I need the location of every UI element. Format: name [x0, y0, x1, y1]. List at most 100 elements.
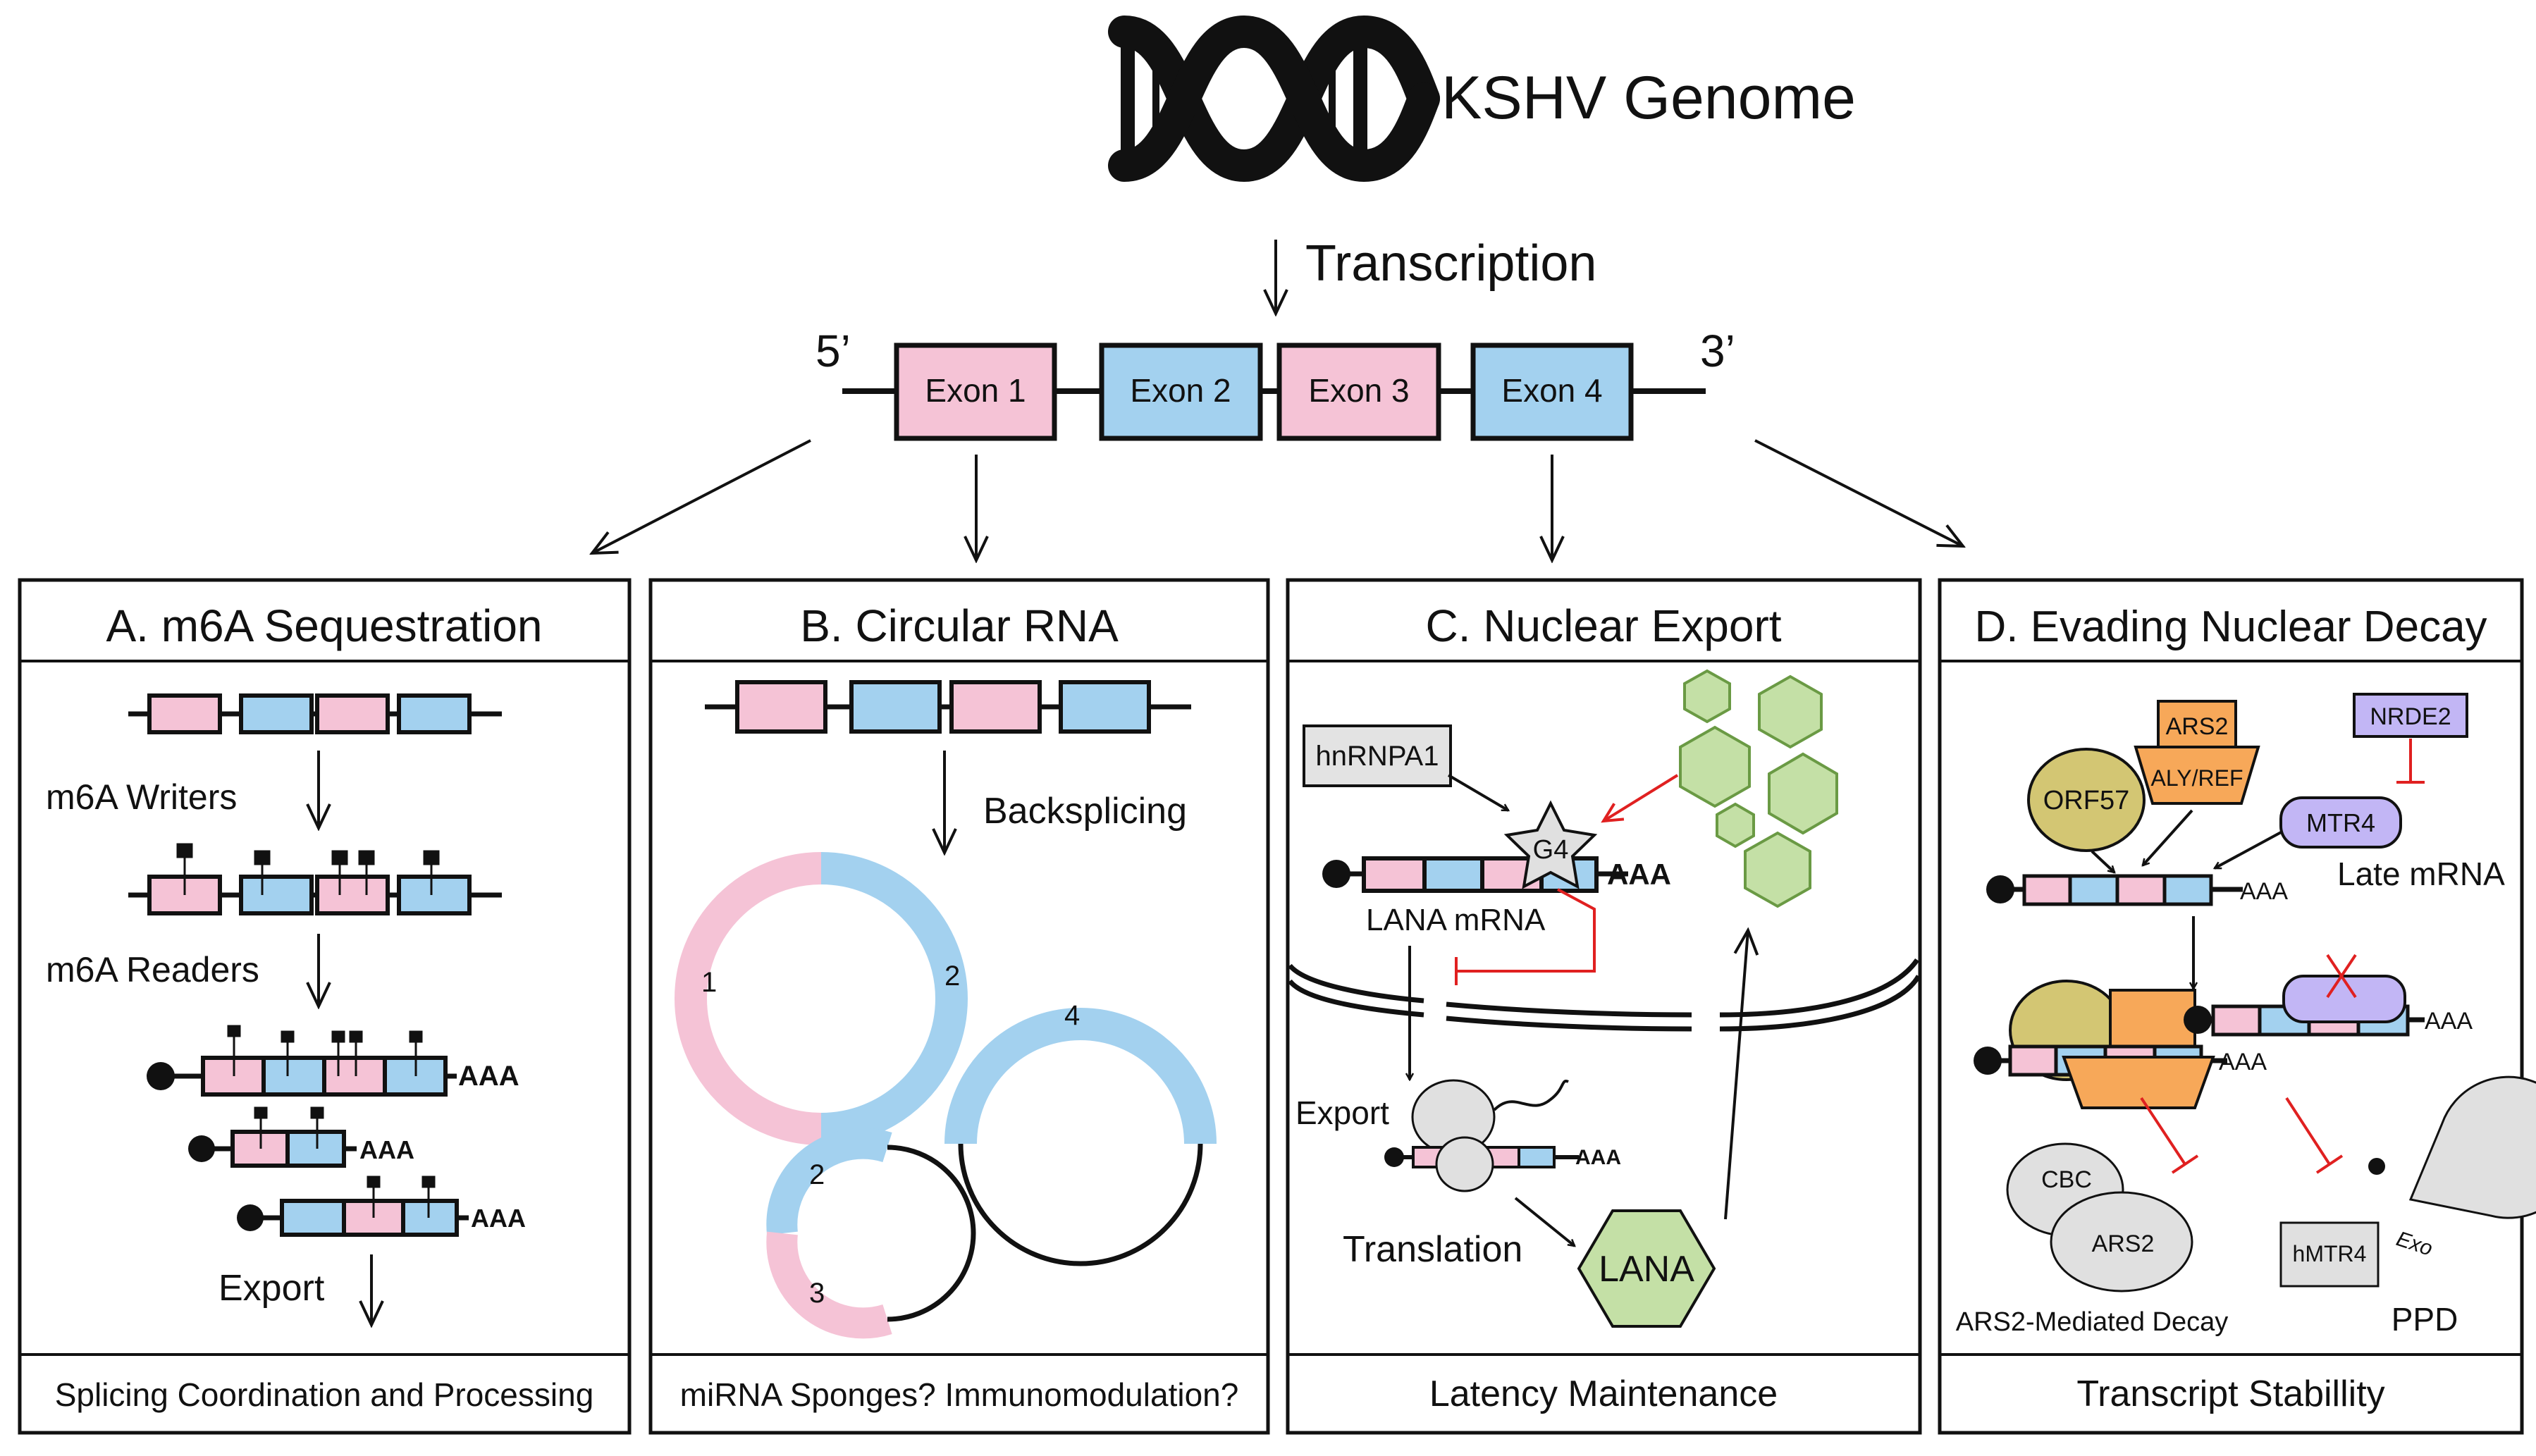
- circ-label-1: 1: [701, 967, 717, 998]
- panel-b-footer: miRNA Sponges? Immunomodulation?: [680, 1376, 1239, 1413]
- exon-3-label: Exon 3: [1308, 372, 1409, 409]
- mtr4-blocked-transcript: [2184, 954, 2425, 1037]
- decay-inhibitions: [2140, 1097, 2344, 1174]
- translation-label: Translation: [1343, 1229, 1522, 1270]
- orf57-shape: [2027, 748, 2146, 852]
- exon-4-label: Exon 4: [1501, 372, 1602, 409]
- g4-label: G4: [1533, 835, 1569, 865]
- aly-ref-shape: [2134, 746, 2260, 805]
- panel-c: C. Nuclear Export Latency Maintenance hn…: [1286, 578, 1922, 1435]
- panel-b-title: B. Circular RNA: [800, 600, 1119, 651]
- nuclear-envelope: [1288, 958, 1921, 1032]
- exosome-pacman: [2368, 1075, 2536, 1219]
- nrde2-inhibition: [2396, 739, 2425, 784]
- g4-star: [1503, 800, 1598, 889]
- translation-arrow: [1514, 1197, 1575, 1246]
- export-label-c: Export: [1295, 1094, 1389, 1131]
- circ-label-3: 3: [809, 1278, 825, 1309]
- genome-label: KSHV Genome: [1441, 64, 1856, 132]
- polya-tail-d3: AAA: [2425, 1008, 2473, 1035]
- hnrnpa1-box: [1303, 724, 1452, 787]
- lana-mrna-label: LANA mRNA: [1366, 903, 1546, 937]
- aly-ref-label: ALY/REF: [2151, 765, 2243, 791]
- hnrnpa1-arrow: [1447, 774, 1508, 812]
- panel-b-frame: [648, 578, 1270, 1435]
- panel-a-frame: [18, 578, 632, 1435]
- transcript-spliced-2: [237, 1176, 469, 1237]
- ars2-aly-ref-complex: [2134, 700, 2260, 805]
- three-prime-label: 3’: [1700, 326, 1735, 376]
- panel-a-title: A. m6A Sequestration: [106, 600, 542, 651]
- late-mrna-label: Late mRNA: [2337, 856, 2505, 892]
- ribosome-small-subunit: [1435, 1136, 1494, 1192]
- panel-d-frame: [1938, 578, 2524, 1435]
- hmtr4-box: [2279, 1221, 2380, 1288]
- hmtr4-label: hMTR4: [2293, 1241, 2367, 1266]
- lana-label: LANA: [1599, 1249, 1694, 1290]
- exon-1-label: Exon 1: [925, 372, 1026, 409]
- nrde2-label: NRDE2: [2370, 703, 2451, 730]
- lana-protein-cluster: [1679, 669, 1838, 908]
- gene-diagram: 5’ 3’ Exon 1 Exon 2 Exon 3 Exon 4: [815, 326, 1735, 441]
- protected-transcript: [1974, 980, 2227, 1109]
- export-label-a: Export: [218, 1268, 325, 1309]
- circular-rna-small: [766, 1128, 976, 1339]
- branch-arrows: [592, 439, 1963, 560]
- panel-a: A. m6A Sequestration Splicing Coordinati…: [18, 578, 632, 1435]
- transcript-spliced-1: [188, 1106, 357, 1168]
- ribosome: [1411, 1079, 1569, 1155]
- polya-tail-a3: AAA: [471, 1204, 526, 1233]
- panel-c-title: C. Nuclear Export: [1425, 600, 1781, 651]
- ars2-label: ARS2: [2166, 713, 2229, 740]
- transcript-m6a-marked: [128, 843, 502, 915]
- transcription-label: Transcription: [1305, 235, 1596, 292]
- factor-arrows: [2091, 809, 2283, 872]
- m6a-readers-label: m6A Readers: [46, 950, 259, 989]
- cbc-label: CBC: [2041, 1166, 2092, 1193]
- circ-label-4: 4: [1064, 1000, 1080, 1031]
- circ-label-2: 2: [944, 961, 960, 992]
- ars2-box: [2157, 700, 2237, 748]
- backsplicing-label: Backsplicing: [983, 791, 1187, 832]
- ars2-decay-complex: [2006, 1142, 2193, 1292]
- arrow-to-panel-d: [1754, 439, 1963, 546]
- dna-helix-icon: [1108, 15, 1440, 183]
- circular-rna-semicircle: [944, 1008, 1217, 1266]
- lana-mrna: [1322, 856, 1628, 893]
- polya-tail-c2: AAA: [1575, 1146, 1621, 1169]
- exon-1-box: [894, 343, 1057, 441]
- circular-rna-large: [675, 852, 968, 1145]
- polya-tail-d2: AAA: [2219, 1049, 2267, 1075]
- panel-a-footer: Splicing Coordination and Processing: [55, 1376, 594, 1413]
- exon-2-label: Exon 2: [1130, 372, 1231, 409]
- g4-inhibition: [1455, 888, 1596, 985]
- hnrnpa1-label: hnRNPA1: [1316, 741, 1439, 772]
- ars2-decay-label: ARS2: [2092, 1230, 2155, 1257]
- polya-tail-c1: AAA: [1607, 858, 1671, 891]
- exon-4-box: [1470, 343, 1634, 441]
- lana-return-arrow: [1724, 930, 1748, 1220]
- nrde2-box: [2353, 693, 2468, 738]
- polya-tail-d1: AAA: [2240, 878, 2288, 905]
- lana-to-g4-red-arrow: [1604, 774, 1679, 821]
- panel-d-title: D. Evading Nuclear Decay: [1974, 603, 2487, 651]
- transcript-capped: [147, 1025, 457, 1097]
- mtr4-label: MTR4: [2306, 808, 2375, 837]
- panel-c-footer: Latency Maintenance: [1429, 1374, 1778, 1414]
- panel-b: B. Circular RNA miRNA Sponges? Immunomod…: [648, 578, 1270, 1435]
- polya-tail-a1: AAA: [458, 1061, 519, 1092]
- m6a-mark: [176, 843, 440, 895]
- circ-label-2b: 2: [809, 1159, 825, 1190]
- orf57-label: ORF57: [2043, 786, 2129, 815]
- linear-transcript-b: [705, 680, 1191, 734]
- lana-protein: [1577, 1209, 1716, 1328]
- ars2-mediated-decay-label: ARS2-Mediated Decay: [1956, 1307, 2229, 1337]
- m6a-writers-label: m6A Writers: [46, 777, 237, 817]
- arrow-to-panel-a: [592, 439, 811, 553]
- five-prime-label: 5’: [815, 326, 851, 376]
- panel-d: D. Evading Nuclear Decay Transcript Stab…: [1938, 578, 2536, 1435]
- panel-c-frame: [1286, 578, 1922, 1435]
- panel-d-footer: Transcript Stabillity: [2076, 1374, 2384, 1414]
- mtr4-box: [2279, 796, 2402, 849]
